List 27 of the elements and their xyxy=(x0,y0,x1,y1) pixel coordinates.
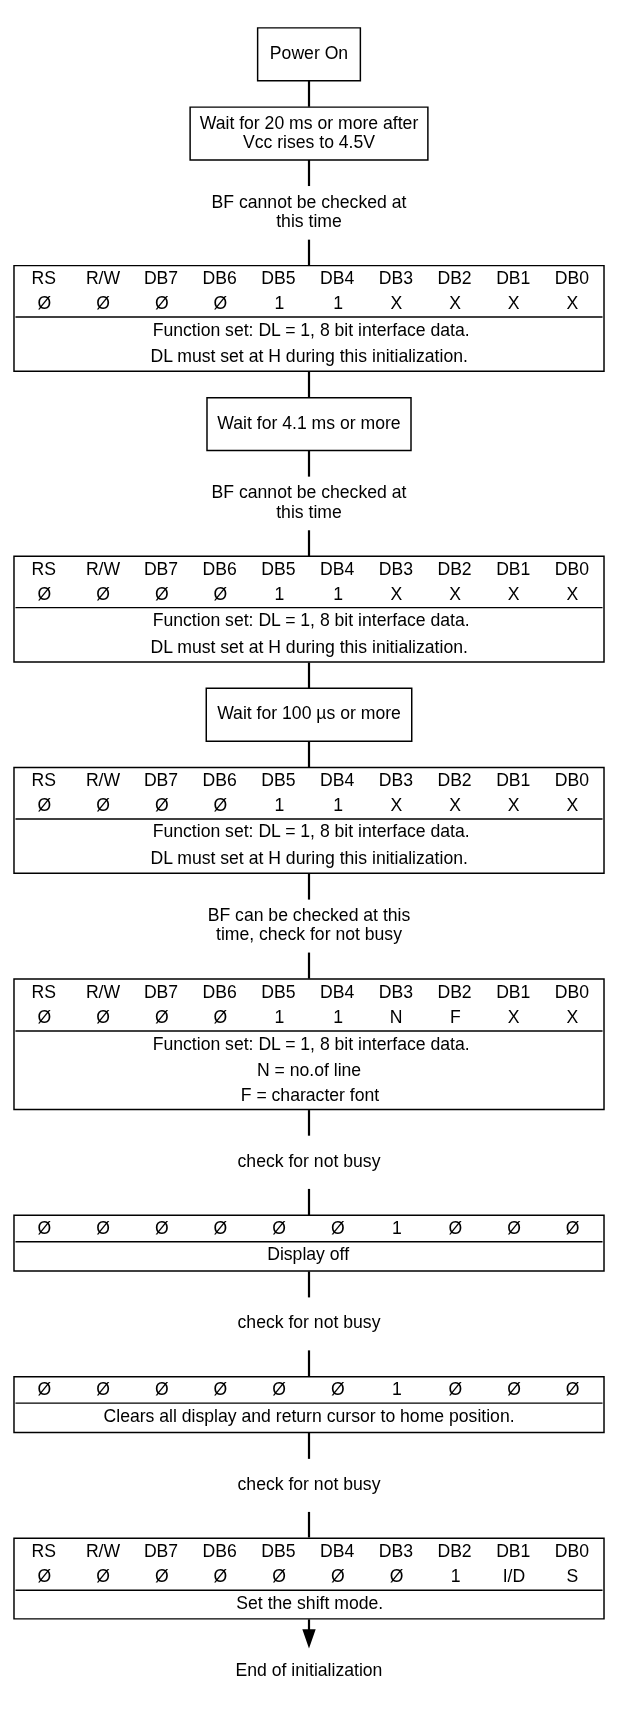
node-box: Wait for 100 µs or more xyxy=(205,687,413,742)
node-text: BF can be checked at this time, check for not busy xyxy=(207,905,411,945)
connector xyxy=(307,450,311,477)
connector xyxy=(307,1271,311,1298)
connector xyxy=(307,530,311,556)
node-text: BF cannot be checked at this time xyxy=(211,191,407,231)
node-text: End of initialization xyxy=(235,1660,383,1681)
connector xyxy=(307,741,311,768)
connector xyxy=(307,160,311,187)
connector xyxy=(307,371,311,398)
connector xyxy=(307,1511,311,1538)
connector xyxy=(307,873,311,900)
connector xyxy=(307,662,311,689)
connector xyxy=(307,80,311,107)
connector xyxy=(307,1350,311,1377)
connector xyxy=(307,1188,311,1216)
node-box: Power On xyxy=(256,27,362,82)
connector xyxy=(307,1432,311,1459)
connector xyxy=(307,952,311,979)
node-text: check for not busy xyxy=(237,1473,381,1494)
node-box: Wait for 20 ms or more after Vcc rises to 4.5V xyxy=(189,106,429,161)
node-text: check for not busy xyxy=(237,1150,381,1171)
connector xyxy=(307,239,311,266)
node-text: BF cannot be checked at this time xyxy=(211,482,407,522)
node-text: check for not busy xyxy=(237,1312,381,1333)
connector xyxy=(307,1110,311,1136)
node-box: Wait for 4.1 ms or more xyxy=(206,397,412,452)
